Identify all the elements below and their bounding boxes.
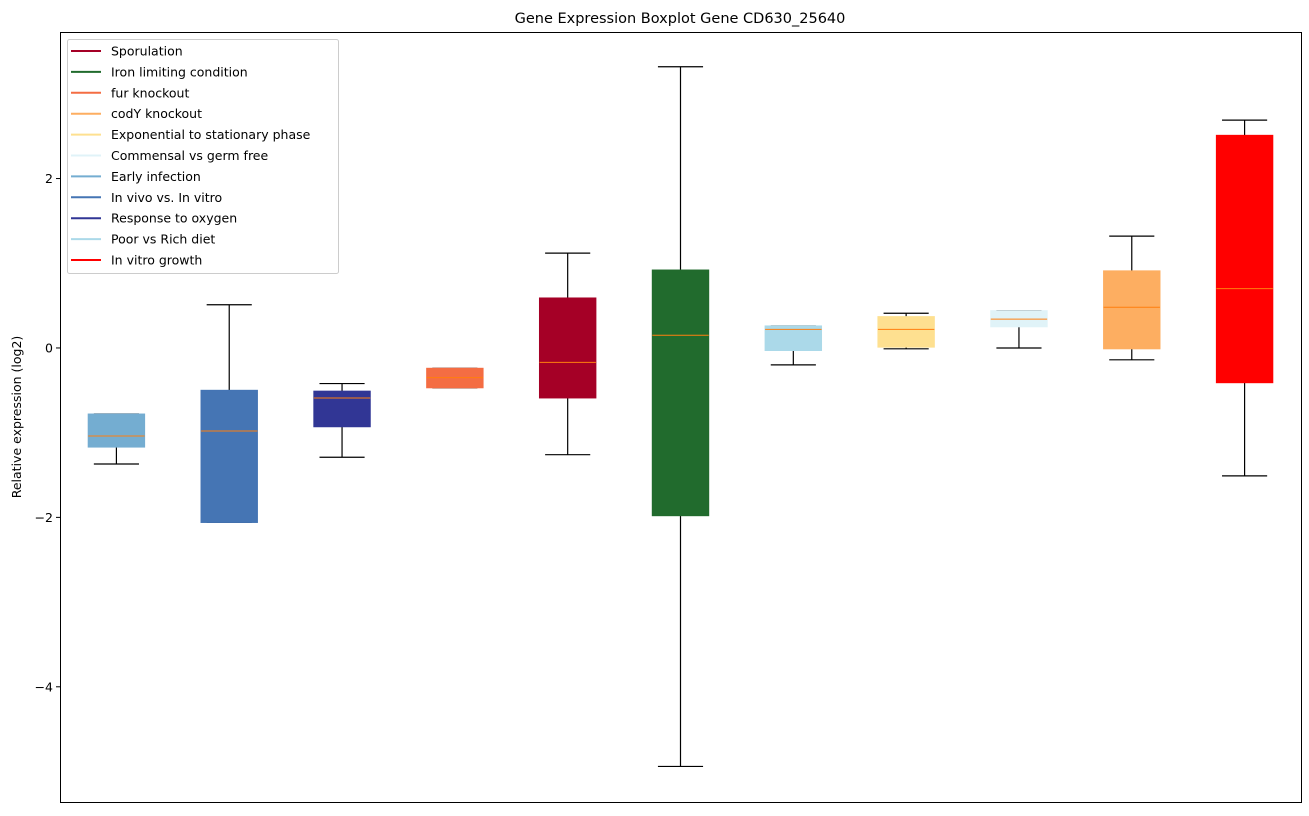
legend-label: codY knockout <box>111 106 202 121</box>
legend-item: Sporulation <box>71 44 183 59</box>
y-tick-label: −2 <box>35 510 53 525</box>
box-response-to-oxygen <box>313 382 371 458</box>
plot-frame <box>60 32 1302 803</box>
y-tick-label: 2 <box>45 171 53 186</box>
legend-item: Commensal vs germ free <box>71 148 268 163</box>
box-in-vivo-vs-in-vitro <box>200 304 258 524</box>
box-body <box>87 413 146 448</box>
chart-title: Gene Expression Boxplot Gene CD630_25640 <box>515 11 846 27</box>
legend-label: Sporulation <box>111 44 183 59</box>
box-iron-limiting-condition <box>651 66 710 768</box>
y-tick-label: 0 <box>45 340 53 355</box>
box-early-infection <box>87 413 146 465</box>
legend-label: fur knockout <box>111 85 189 100</box>
box-body <box>313 390 371 428</box>
legend-item: In vivo vs. In vitro <box>71 190 222 205</box>
legend-item: Early infection <box>71 169 201 184</box>
box-cody-knockout <box>1103 235 1161 361</box>
box-body <box>651 269 710 517</box>
legend-frame <box>67 39 339 274</box>
legend-item: fur knockout <box>71 85 189 100</box>
legend-item: Exponential to stationary phase <box>71 127 311 142</box>
y-axis-label: Relative expression (log2) <box>9 336 24 499</box>
legend-label: Poor vs Rich diet <box>111 232 215 247</box>
box-body <box>538 297 597 399</box>
legend-label: Iron limiting condition <box>111 64 248 79</box>
box-body <box>764 325 823 352</box>
box-fur-knockout <box>426 367 484 389</box>
box-body <box>877 316 935 348</box>
legend-label: In vitro growth <box>111 253 202 268</box>
box-body <box>1103 270 1161 350</box>
legend-item: In vitro growth <box>71 253 202 268</box>
box-exponential-to-stationary-phase <box>877 312 935 350</box>
box-poor-vs-rich-diet <box>764 325 823 366</box>
legend-label: In vivo vs. In vitro <box>111 190 222 205</box>
box-commensal-vs-germ-free <box>990 310 1048 349</box>
y-tick-label: −4 <box>35 679 53 694</box>
legend-label: Commensal vs germ free <box>111 148 268 163</box>
box-sporulation <box>538 252 597 456</box>
legend-item: codY knockout <box>71 106 202 121</box>
legend-item: Iron limiting condition <box>71 64 248 79</box>
legend-item: Response to oxygen <box>71 211 237 226</box>
box-body <box>200 389 258 523</box>
legend-label: Early infection <box>111 169 201 184</box>
legend-label: Response to oxygen <box>111 211 237 226</box>
legend-label: Exponential to stationary phase <box>111 127 311 142</box>
box-body <box>1215 134 1274 384</box>
box-in-vitro-growth <box>1215 119 1274 477</box>
legend-item: Poor vs Rich diet <box>71 232 215 247</box>
